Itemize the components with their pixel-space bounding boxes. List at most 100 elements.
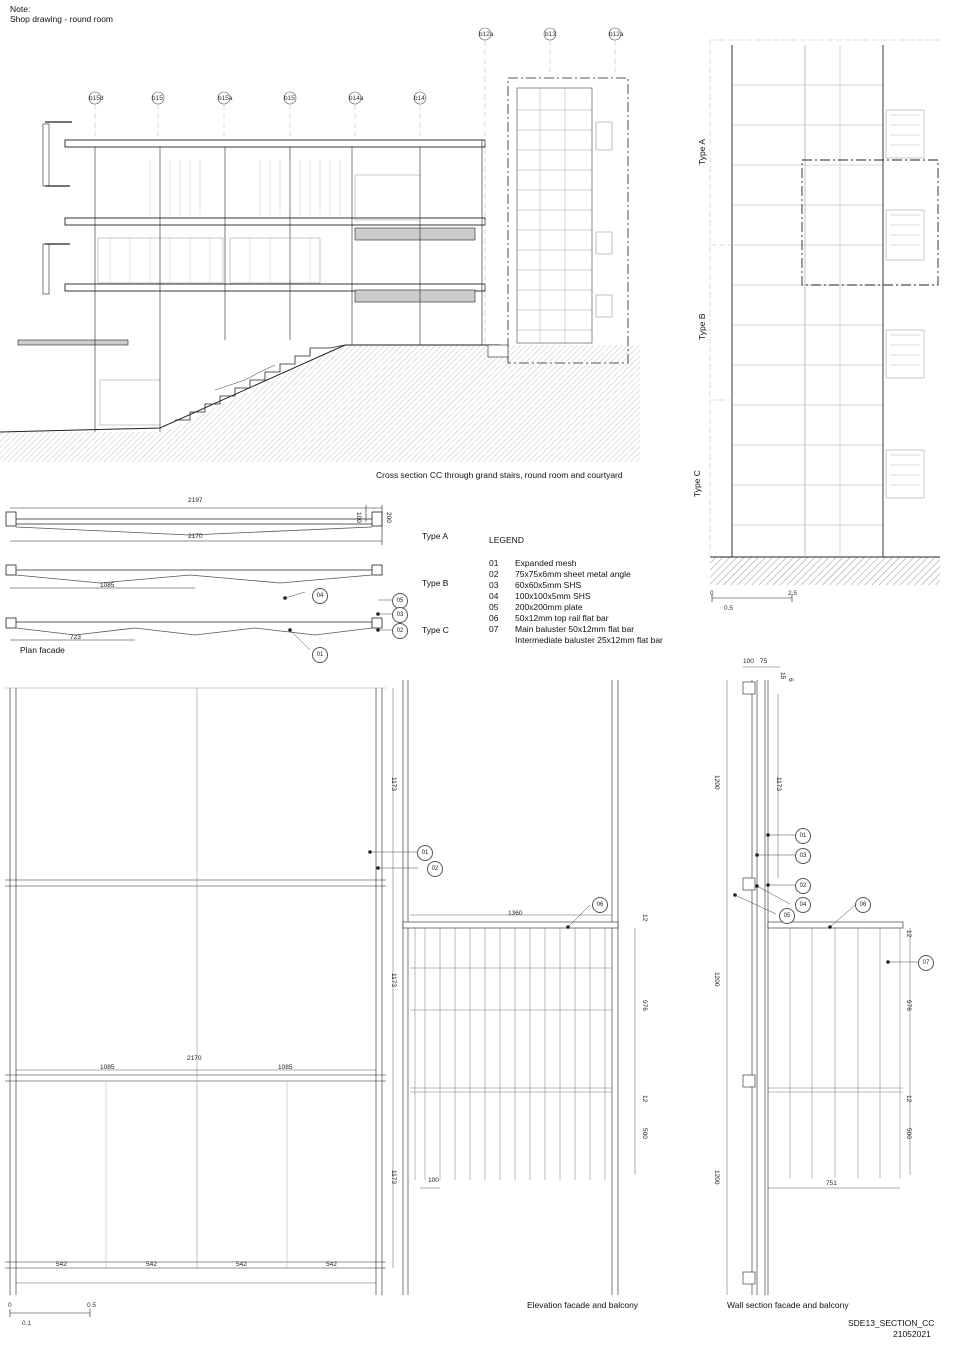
tag-02: 02 — [795, 878, 811, 894]
legend-text: Main baluster 50x12mm flat bar — [515, 624, 635, 634]
legend-item: 05 200x200mm plate — [489, 602, 583, 612]
legend-text: 200x200mm plate — [515, 602, 583, 612]
plan-facade-caption: Plan facade — [20, 645, 65, 655]
plan-facade-drawing — [5, 505, 392, 651]
legend-item: 06 50x12mm top rail flat bar — [489, 613, 609, 623]
dim-500: 500 — [905, 1128, 912, 1139]
dim-12: 12 — [641, 914, 648, 922]
dim-1173: 1173 — [775, 777, 782, 791]
dim-1360: 1360 — [508, 910, 523, 917]
note-subtitle: Shop drawing - round room — [10, 14, 114, 24]
plan-type-b: Type B — [422, 578, 449, 588]
grid-tag: b14a — [349, 95, 364, 102]
tag-05: 05 — [779, 908, 795, 924]
grid-tag: b13 — [545, 31, 556, 38]
scale-label: 0 — [8, 1302, 12, 1309]
dim-1085: 1085 — [278, 1064, 293, 1071]
legend-title: LEGEND — [489, 535, 524, 545]
dim-2197: 2197 — [188, 497, 203, 504]
dim-100: 100 — [355, 512, 362, 523]
scale-label: 0.1 — [22, 1320, 32, 1327]
dim-75: 75 — [760, 658, 768, 665]
dim-976: 976 — [905, 1000, 912, 1011]
legend-text: 50x12mm top rail flat bar — [515, 613, 609, 623]
cross-section-drawing — [0, 40, 640, 462]
grid-tag: b12a — [609, 31, 624, 38]
legend-code: 06 — [489, 613, 499, 623]
dim-542: 542 — [56, 1261, 67, 1268]
legend-code: 04 — [489, 591, 499, 601]
dim-976: 976 — [641, 1000, 648, 1011]
dim-1173: 1173 — [390, 973, 397, 987]
dim-723: 723 — [70, 634, 81, 641]
cross-section-caption: Cross section CC through grand stairs, r… — [376, 470, 623, 480]
tag-05: 05 — [392, 593, 408, 609]
dim-100: 100 — [743, 658, 754, 665]
tag-02: 02 — [427, 861, 443, 877]
tag-03: 03 — [392, 607, 408, 623]
dim-15: 15 — [779, 672, 786, 680]
dim-1173: 1173 — [390, 1170, 397, 1184]
dim-542: 542 — [326, 1261, 337, 1268]
dim-12: 12 — [905, 1095, 912, 1103]
dim-542: 542 — [146, 1261, 157, 1268]
dim-2170: 2170 — [188, 533, 203, 540]
tag-07: 07 — [918, 955, 934, 971]
scale-label: 2.5 — [788, 590, 798, 597]
dim-12: 12 — [641, 1095, 648, 1103]
side-elevation-drawing — [709, 39, 940, 602]
dim-1085: 1085 — [100, 582, 115, 589]
type-b-label: Type B — [697, 313, 707, 340]
legend-code: 03 — [489, 580, 499, 590]
legend-item: Intermediate baluster 25x12mm flat bar — [489, 635, 663, 645]
tag-06: 06 — [855, 897, 871, 913]
dim-1200: 1200 — [713, 775, 720, 790]
dim-100: 100 — [428, 1177, 439, 1184]
wall-section-caption: Wall section facade and balcony — [727, 1300, 849, 1310]
dim-1173: 1173 — [390, 777, 397, 791]
dim-1085: 1085 — [100, 1064, 115, 1071]
dim-1200: 1200 — [713, 972, 720, 987]
grid-tag: b15d — [89, 95, 104, 102]
sheet-code: SDE13_SECTION_CC — [848, 1318, 935, 1328]
legend-text: 100x100x5mm SHS — [515, 591, 591, 601]
dim-6: 6 — [787, 678, 794, 682]
scale-label: 0.5 — [724, 605, 734, 612]
type-a-label: Type A — [697, 139, 707, 165]
legend-text: Intermediate baluster 25x12mm flat bar — [515, 635, 663, 645]
grid-tag: b15 — [152, 95, 163, 102]
grid-bubbles — [88, 27, 622, 105]
tag-06: 06 — [592, 897, 608, 913]
sheet-date: 21052021 — [893, 1329, 931, 1339]
tag-04: 04 — [795, 897, 811, 913]
dim-751: 751 — [826, 1180, 837, 1187]
dim-200: 200 — [385, 512, 392, 523]
tag-01: 01 — [795, 828, 811, 844]
scale-label: 0 — [710, 590, 714, 597]
dim-500: 500 — [641, 1128, 648, 1139]
elevation-facade-drawing — [5, 680, 636, 1317]
elevation-caption: Elevation facade and balcony — [527, 1300, 639, 1310]
grid-tag: b15a — [218, 95, 233, 102]
grid-tag: b15 — [284, 95, 295, 102]
legend-text: Expanded mesh — [515, 558, 577, 568]
tag-04: 04 — [312, 588, 328, 604]
grid-tag: b14 — [414, 95, 425, 102]
legend-item: 04 100x100x5mm SHS — [489, 591, 591, 601]
legend-item: 07 Main baluster 50x12mm flat bar — [489, 624, 634, 634]
scale-label: 0.5 — [87, 1302, 97, 1309]
legend-code: 05 — [489, 602, 499, 612]
grid-tag: b12a — [479, 31, 494, 38]
dim-542: 542 — [236, 1261, 247, 1268]
legend-code: 07 — [489, 624, 499, 634]
tag-02: 02 — [392, 623, 408, 639]
plan-type-a: Type A — [422, 531, 448, 541]
dim-12: 12 — [905, 930, 912, 938]
tag-01: 01 — [312, 647, 328, 663]
type-c-label: Type C — [692, 470, 702, 497]
note-label: Note: — [10, 4, 31, 14]
legend-text: 75x75x6mm sheet metal angle — [515, 569, 631, 579]
